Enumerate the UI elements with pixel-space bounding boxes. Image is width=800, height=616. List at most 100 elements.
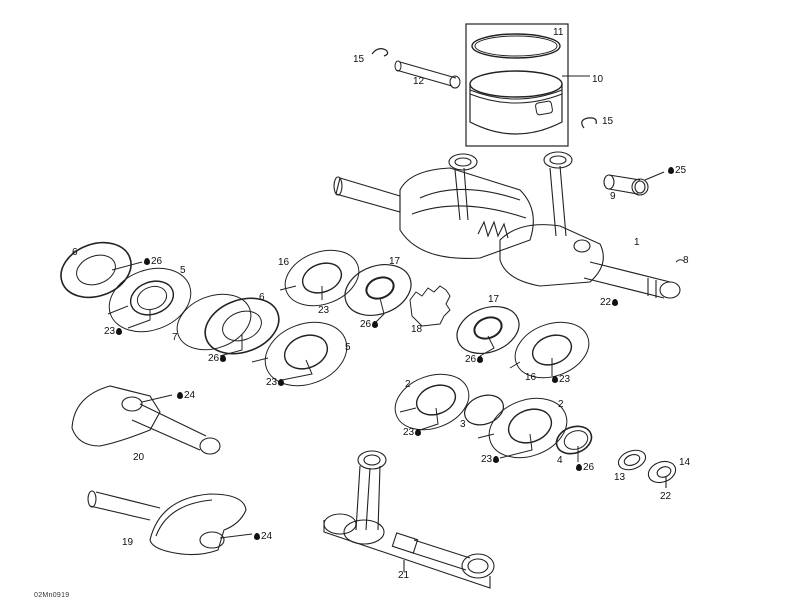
part-number: 26 [583,462,595,473]
callout-part-9[interactable]: 9 [610,192,616,202]
callout-part-23[interactable]: 23 [403,428,422,438]
part-number: 18 [411,324,423,335]
bearing-5b [251,321,348,387]
callout-part-14[interactable]: 14 [679,458,690,468]
callout-part-2[interactable]: 2 [405,380,411,390]
callout-part-18[interactable]: 18 [411,325,422,335]
callout-part-23[interactable]: 23 [551,375,570,385]
part-number: 12 [413,76,425,87]
callout-part-22[interactable]: 22 [660,492,671,502]
callout-part-24[interactable]: 24 [176,391,195,401]
callout-part-15[interactable]: 15 [602,117,613,127]
callout-part-3[interactable]: 3 [460,420,466,430]
callout-part-8[interactable]: 8 [683,256,689,266]
callout-part-4[interactable]: 4 [557,456,563,466]
part-number: 5 [345,342,351,353]
callout-part-19[interactable]: 19 [122,538,133,548]
part-number: 16 [278,257,290,268]
part-number: 8 [683,255,689,266]
callout-part-15[interactable]: 15 [353,55,364,65]
circlip [581,117,597,129]
part-number: 17 [389,256,401,267]
part-number: 23 [559,374,571,385]
part-number: 10 [592,74,604,85]
callout-part-6[interactable]: 6 [259,293,265,303]
callout-part-16[interactable]: 16 [278,258,289,268]
lubricant-drop-icon [552,376,558,383]
callout-part-23[interactable]: 23 [481,455,500,465]
part-number: 26 [208,353,220,364]
ring-3 [464,394,504,426]
part-number: 3 [460,419,466,430]
callout-part-12[interactable]: 12 [413,77,424,87]
circlip [371,48,389,57]
piston-pin [395,61,457,87]
callout-part-24[interactable]: 24 [253,532,272,542]
part-number: 6 [72,247,78,258]
part-number: 24 [184,390,196,401]
callout-part-6[interactable]: 6 [72,248,78,258]
callout-part-26[interactable]: 26 [143,257,162,267]
seal-4 [555,425,593,462]
part-number: 23 [266,377,278,388]
callout-part-10[interactable]: 10 [592,75,603,85]
bearing-16a [279,249,360,307]
part-number: 11 [553,27,564,38]
part-number: 20 [133,452,145,463]
bearing-2b [477,397,568,459]
callout-part-16[interactable]: 16 [525,373,536,383]
callout-part-1[interactable]: 1 [634,238,640,248]
callout-part-26[interactable]: 26 [465,355,484,365]
callout-part-26[interactable]: 26 [208,354,227,364]
lubricant-drop-icon [144,258,150,265]
ring-7 [176,293,252,351]
part-number: 19 [122,537,134,548]
callout-part-2[interactable]: 2 [558,400,564,410]
lubricant-drop-icon [116,328,123,335]
part-number: 6 [259,292,265,303]
callout-part-11[interactable]: 11 [553,28,563,38]
part-number: 17 [488,294,500,305]
part-number: 5 [180,265,186,276]
lubricant-drop-icon [372,321,379,328]
piston [469,70,563,98]
callout-part-23[interactable]: 23 [266,378,285,388]
callout-part-26[interactable]: 26 [360,320,379,330]
reference-code: 02Mn0919 [34,592,70,599]
part-number: 26 [360,319,372,330]
part-number: 22 [600,297,612,308]
part-number: 21 [398,570,410,581]
callout-part-22[interactable]: 22 [600,298,619,308]
part-number: 22 [660,491,672,502]
seal-17a [344,264,412,323]
part-number: 15 [602,116,614,127]
part-number: 2 [558,399,564,410]
callout-part-21[interactable]: 21 [398,571,409,581]
seal-6b [204,297,280,357]
callout-part-17[interactable]: 17 [389,257,400,267]
part-number: 26 [465,354,477,365]
left-bearing-5 [107,267,192,333]
callout-part-20[interactable]: 20 [133,453,144,463]
callout-part-23[interactable]: 23 [318,306,329,316]
callout-part-25[interactable]: 25 [667,166,686,176]
lubricant-drop-icon [415,429,422,436]
callout-part-7[interactable]: 7 [172,333,178,343]
washer-13 [617,449,647,471]
part-number: 9 [610,191,616,202]
lubricant-drop-icon [477,356,484,363]
part-number: 1 [634,237,640,248]
needle-bearing [603,171,665,196]
lubricant-drop-icon [278,379,285,386]
lubricant-drop-icon [177,392,183,399]
callout-part-13[interactable]: 13 [614,473,625,483]
callout-part-26[interactable]: 26 [575,463,594,473]
bearing-16b [509,321,590,379]
callout-part-23[interactable]: 23 [104,327,123,337]
callout-part-5[interactable]: 5 [180,266,186,276]
nut-14 [647,460,677,488]
part-number: 24 [261,531,273,542]
callout-part-5[interactable]: 5 [345,343,351,353]
callout-part-17[interactable]: 17 [488,295,499,305]
